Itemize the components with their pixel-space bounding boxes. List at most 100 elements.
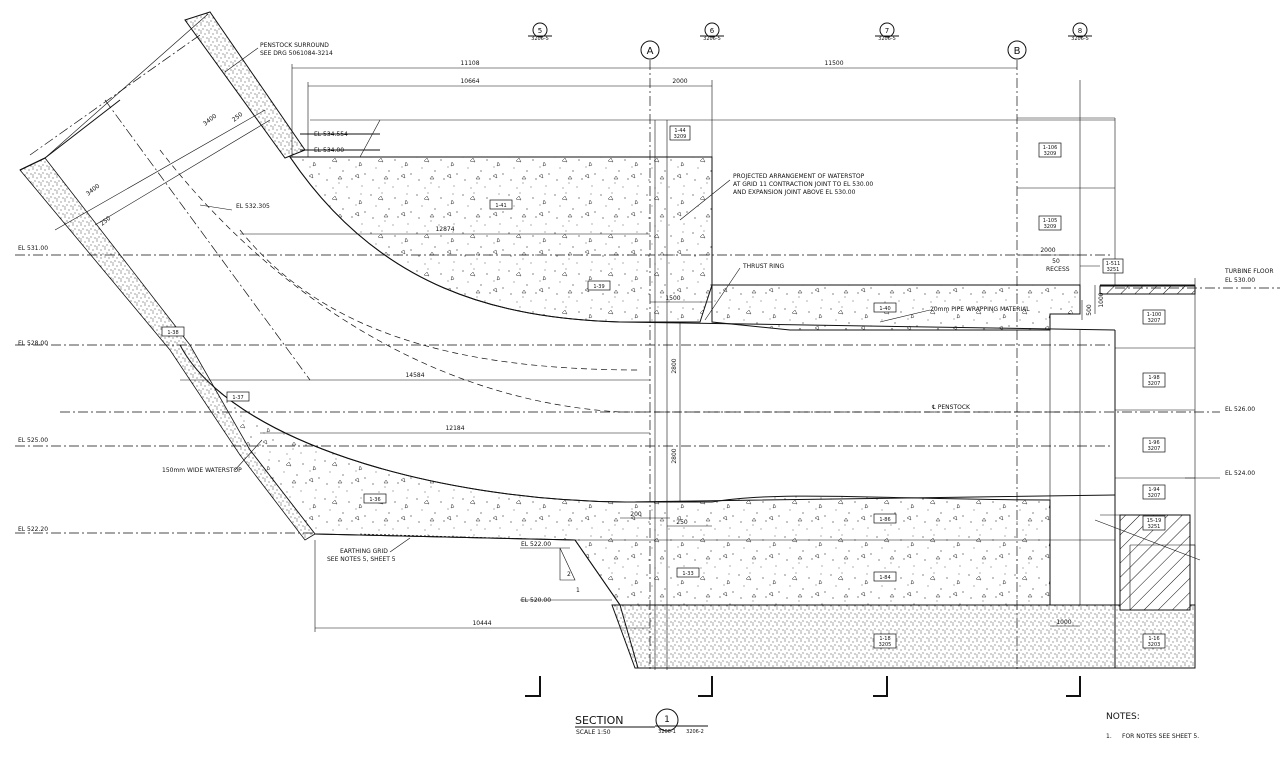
tag-1-86: 1-86 bbox=[873, 513, 897, 524]
note-waterstop-150: 150mm WIDE WATERSTOP bbox=[162, 467, 242, 474]
note-1-text: FOR NOTES SEE SHEET 5. bbox=[1122, 733, 1199, 740]
slope-v: 2 bbox=[567, 571, 571, 578]
dim-250b: 250 bbox=[99, 215, 112, 228]
level-525-00: EL 525.00 bbox=[18, 437, 48, 444]
dim-250a: 250 bbox=[231, 111, 244, 124]
svg-text:1-98: 1-98 bbox=[1148, 375, 1159, 381]
tag-1-100: 1-100 3207 bbox=[1142, 309, 1166, 325]
svg-text:3203: 3203 bbox=[1148, 642, 1161, 648]
svg-text:1-96: 1-96 bbox=[1148, 440, 1159, 446]
svg-text:1-36: 1-36 bbox=[369, 497, 380, 503]
top-outline bbox=[300, 119, 1201, 668]
svg-text:1-105: 1-105 bbox=[1043, 218, 1058, 224]
dim-10664: 10664 bbox=[460, 78, 479, 85]
annotations: PENSTOCK SURROUND SEE DRG 5061084-3214 P… bbox=[162, 42, 1274, 563]
dim-3400a: 3400 bbox=[202, 113, 218, 128]
dimension-text: 11108 11500 10664 2000 3400 3400 250 250… bbox=[85, 60, 1105, 627]
dim-12184: 12184 bbox=[445, 425, 464, 432]
note-1-number: 1. bbox=[1106, 733, 1112, 740]
note-earthing-2: SEE NOTES 5, SHEET 5 bbox=[327, 556, 396, 563]
dim-2800a: 2800 bbox=[671, 358, 678, 373]
section-title-block: SECTION SCALE 1:50 1 3206-1 3206-2 bbox=[575, 708, 708, 736]
dim-500: 500 bbox=[1086, 304, 1093, 316]
tag-1-39: 1-39 bbox=[587, 280, 611, 291]
svg-text:1-16: 1-16 bbox=[1148, 636, 1159, 642]
svg-text:3209: 3209 bbox=[674, 134, 687, 140]
dim-2000-top: 2000 bbox=[672, 78, 687, 85]
tag-1-94: 1-94 3207 bbox=[1142, 484, 1166, 500]
svg-text:1-40: 1-40 bbox=[879, 306, 890, 312]
dim-2000-right: 2000 bbox=[1040, 247, 1055, 254]
grid-bubble-a: A bbox=[640, 40, 660, 60]
note-waterstop-3: AND EXPANSION JOINT ABOVE EL 530.00 bbox=[733, 189, 856, 196]
tag-1-33: 1-33 bbox=[676, 567, 700, 578]
dim-250c: 250 bbox=[676, 519, 688, 526]
tag-1-96: 1-96 3207 bbox=[1142, 437, 1166, 453]
level-532-305: EL 532.305 bbox=[236, 203, 270, 210]
elevation-labels: EL 534.554 EL 534.00 EL 532.305 EL 531.0… bbox=[18, 131, 1255, 604]
svg-text:1-84: 1-84 bbox=[879, 575, 890, 581]
svg-text:1-37: 1-37 bbox=[232, 395, 243, 401]
level-526-00: EL 526.00 bbox=[1225, 406, 1255, 413]
svg-text:3209: 3209 bbox=[1044, 224, 1057, 230]
level-522-00: EL 522.00 bbox=[521, 541, 551, 548]
note-thrust-ring: THRUST RING bbox=[742, 263, 785, 270]
dim-3400b: 3400 bbox=[85, 183, 101, 198]
section-title: SECTION bbox=[575, 714, 623, 727]
section-number: 1 bbox=[664, 715, 670, 725]
svg-text:3205: 3205 bbox=[879, 642, 892, 648]
dim-1000b: 1000 bbox=[1056, 619, 1071, 626]
note-waterstop-2: AT GRID 11 CONTRACTION JOINT TO EL 530.0… bbox=[733, 181, 873, 188]
ground-line bbox=[314, 533, 639, 669]
tag-1-84: 1-84 bbox=[873, 571, 897, 582]
tag-1-36: 1-36 bbox=[363, 493, 387, 504]
note-earthing-1: EARTHING GRID bbox=[340, 548, 388, 555]
level-528-00: EL 528.00 bbox=[18, 340, 48, 347]
section-marker-6: 6 3206-5 bbox=[700, 22, 724, 42]
svg-text:7: 7 bbox=[885, 27, 889, 35]
dim-11108: 11108 bbox=[460, 60, 479, 67]
dim-10444: 10444 bbox=[472, 620, 491, 627]
note-penstock-surround: PENSTOCK SURROUND bbox=[260, 42, 329, 49]
svg-text:1-39: 1-39 bbox=[593, 284, 604, 290]
level-531-00: EL 531.00 bbox=[18, 245, 48, 252]
section-ref-left: 3206-1 bbox=[658, 729, 676, 735]
svg-text:1-106: 1-106 bbox=[1043, 145, 1058, 151]
section-marker-7: 7 3206-5 bbox=[875, 22, 899, 42]
svg-text:1-38: 1-38 bbox=[167, 330, 178, 336]
cut-markers bbox=[525, 676, 1081, 697]
tag-1-44: 1-44 3209 bbox=[669, 125, 691, 141]
grid-label-b: B bbox=[1014, 46, 1021, 57]
dim-2800b: 2800 bbox=[671, 448, 678, 463]
dim-1500: 1500 bbox=[665, 295, 680, 302]
section-marker-8: 8 3206-5 bbox=[1068, 22, 1092, 42]
dim-12874: 12874 bbox=[435, 226, 454, 233]
tag-1-18: 1-18 3205 bbox=[873, 633, 897, 649]
concrete-mass bbox=[19, 11, 1196, 669]
level-530-00: EL 530.00 bbox=[1225, 277, 1255, 284]
tag-1-105: 1-105 3209 bbox=[1038, 215, 1062, 231]
tag-1-106: 1-106 3209 bbox=[1038, 142, 1062, 158]
tag-15-19: 15-19 3251 bbox=[1142, 515, 1166, 531]
svg-text:3209: 3209 bbox=[1044, 151, 1057, 157]
svg-text:1-511: 1-511 bbox=[1106, 261, 1121, 267]
svg-text:15-19: 15-19 bbox=[1147, 518, 1162, 524]
penstock-pipe bbox=[19, 13, 1116, 503]
dim-200: 200 bbox=[630, 511, 642, 518]
level-520-00: EL 520.00 bbox=[521, 597, 551, 604]
tag-1-16: 1-16 3203 bbox=[1142, 633, 1166, 649]
slope-h: 1 bbox=[576, 587, 580, 594]
dimension-lines bbox=[180, 64, 1100, 632]
svg-text:1-44: 1-44 bbox=[674, 128, 685, 134]
grid-label-a: A bbox=[647, 46, 654, 57]
svg-text:3251: 3251 bbox=[1107, 267, 1120, 273]
tag-1-98: 1-98 3207 bbox=[1142, 372, 1166, 388]
svg-text:3251: 3251 bbox=[1148, 524, 1161, 530]
svg-text:3206-5: 3206-5 bbox=[1071, 36, 1089, 42]
grid-lines bbox=[310, 60, 1116, 670]
grid-bubble-b: B bbox=[1007, 40, 1027, 60]
section-marker-5: 5 3206-5 bbox=[528, 22, 552, 42]
note-recess: RECESS bbox=[1046, 266, 1070, 273]
elevation-lines bbox=[15, 254, 1280, 668]
dim-11500: 11500 bbox=[824, 60, 843, 67]
